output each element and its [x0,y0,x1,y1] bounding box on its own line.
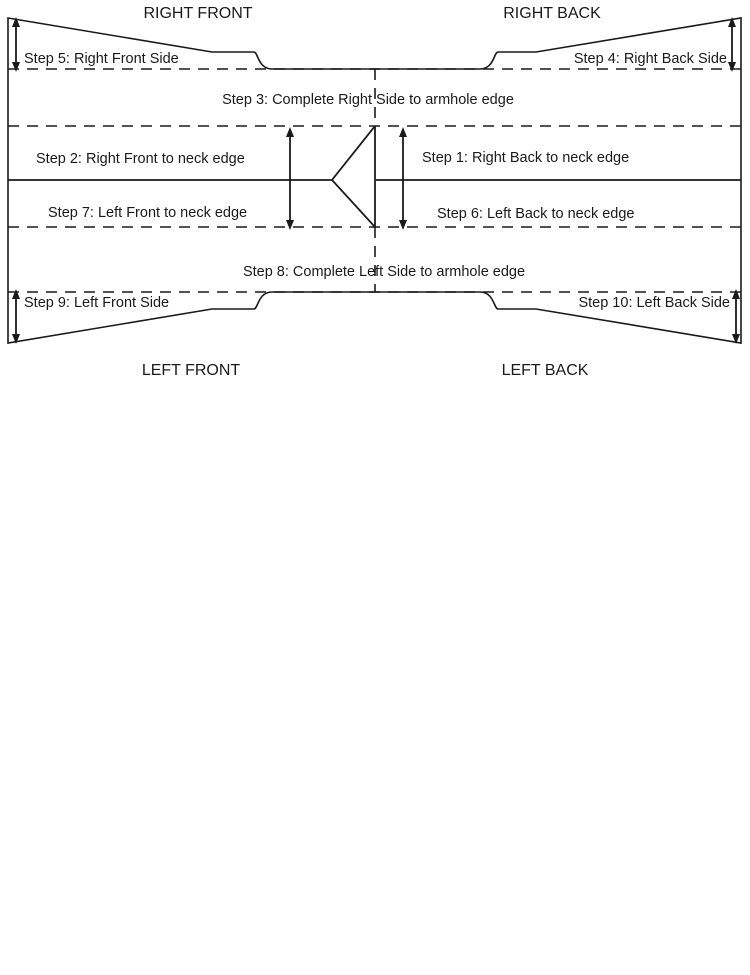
heading-right-back: RIGHT BACK [503,5,601,22]
step3-label: Step 3: Complete Right Side to armhole e… [222,92,514,108]
neck-opening-triangle [330,125,376,228]
step6-label: Step 6: Left Back to neck edge [437,206,635,222]
heading-left-front: LEFT FRONT [142,362,241,379]
step1-label: Step 1: Right Back to neck edge [422,150,629,166]
step2-label: Step 2: Right Front to neck edge [36,151,245,167]
heading-left-back: LEFT BACK [502,362,589,379]
step4-label: Step 4: Right Back Side [574,51,727,67]
step10-label: Step 10: Left Back Side [578,295,730,311]
heading-right-front: RIGHT FRONT [143,5,252,22]
step8-label: Step 8: Complete Left Side to armhole ed… [243,264,525,280]
step9-label: Step 9: Left Front Side [24,295,169,311]
step5-label: Step 5: Right Front Side [24,51,179,67]
step7-label: Step 7: Left Front to neck edge [48,205,247,221]
garment-outline [7,17,742,344]
